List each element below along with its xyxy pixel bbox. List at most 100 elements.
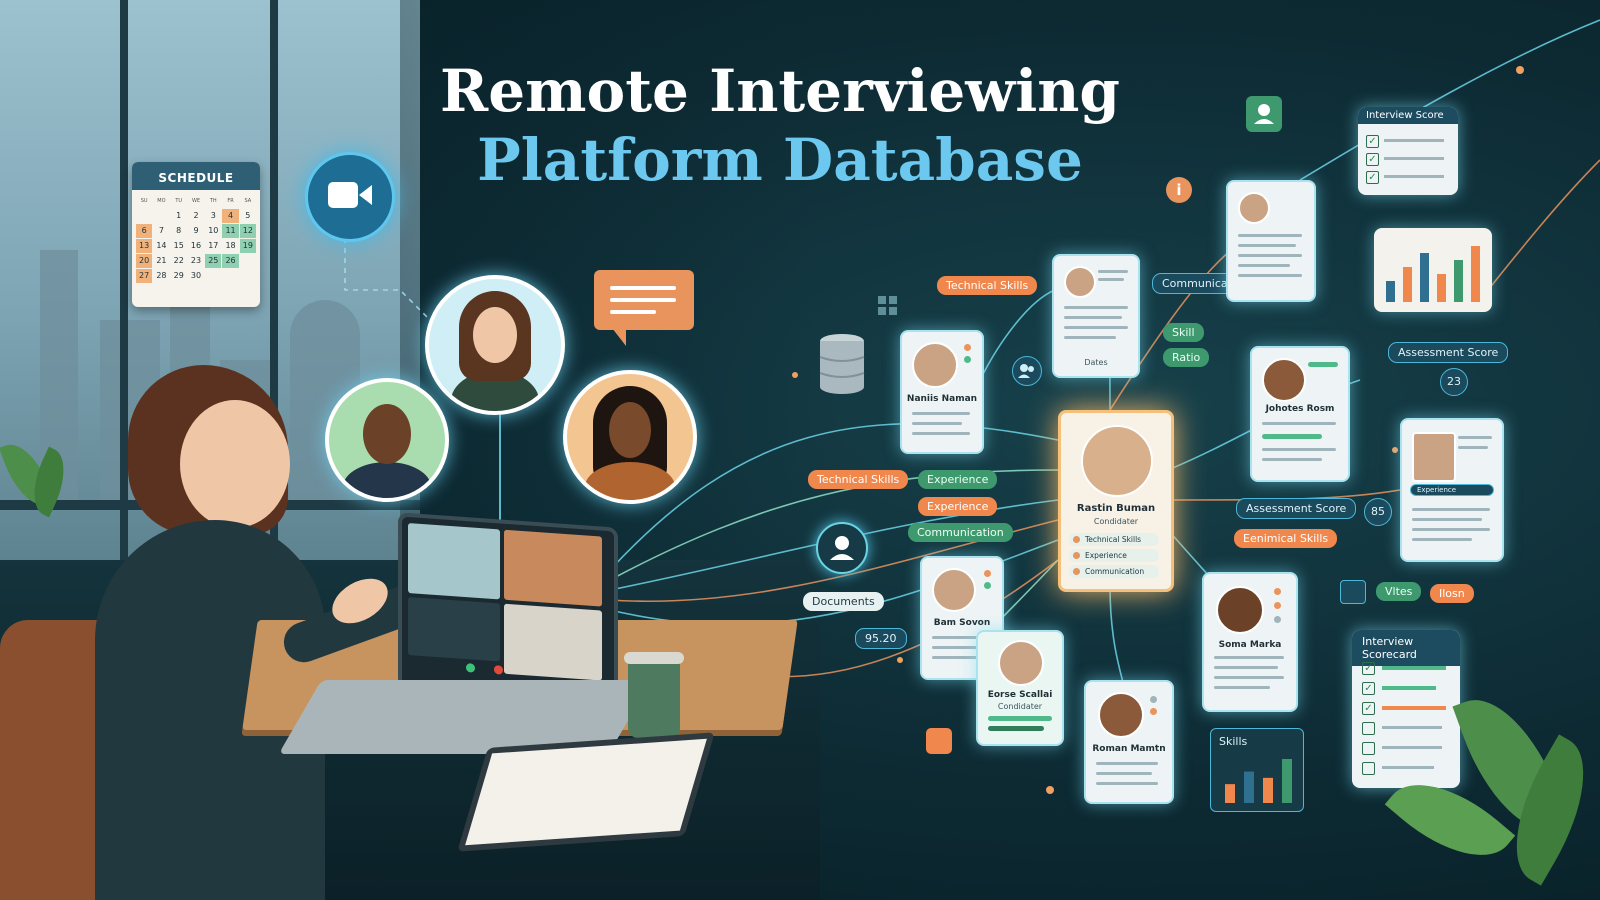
calendar-day[interactable]: 28 [156, 271, 167, 280]
calendar-weekday: WE [191, 198, 201, 204]
calendar-weekday: MO [157, 198, 166, 204]
interview-scorecard-panel[interactable]: Interview Scorecard ✓ ✓ ✓ [1352, 630, 1460, 788]
user-icon[interactable] [1246, 96, 1282, 132]
lock-icon [1340, 580, 1366, 604]
tag-experience-1: Experience [918, 470, 998, 489]
tag-chip-a: Vltes [1376, 582, 1422, 601]
interviewer-head [180, 400, 290, 528]
featured-pill-1: Technical Skills [1069, 533, 1159, 546]
candidate-card[interactable]: Roman Mamtn [1084, 680, 1174, 804]
chat-bubble-icon [594, 270, 694, 346]
bar-chart-top-svg [1386, 246, 1480, 302]
info-icon[interactable]: i [1166, 177, 1192, 203]
avatar-man-left [325, 378, 449, 502]
calendar-weekday: SA [244, 198, 252, 204]
calendar-day[interactable]: 18 [225, 241, 236, 250]
featured-pill-3: Communication [1069, 565, 1159, 578]
calendar-day[interactable]: 10 [208, 226, 219, 235]
candidate-name: Soma Marka [1218, 640, 1282, 650]
candidate-name: Roman Mamtn [1092, 744, 1166, 754]
laptop-screen [398, 512, 618, 704]
candidate-card-featured[interactable]: Rastin Buman Condidater Technical Skills… [1058, 410, 1174, 592]
tag-skill: Skill [1163, 323, 1204, 342]
tag-ratio: Ratio [1163, 348, 1210, 367]
calendar-day[interactable]: 5 [245, 211, 251, 220]
calendar-day[interactable]: 11 [222, 224, 239, 238]
calendar-day[interactable]: 2 [193, 211, 199, 220]
candidate-card[interactable]: Experience [1400, 418, 1504, 562]
featured-name: Rastin Buman [1076, 503, 1156, 514]
candidate-card-document[interactable]: Dates [1052, 254, 1140, 378]
candidate-card[interactable]: Eorse Scallai Condidater [976, 630, 1064, 746]
tag-score-chip: 95.20 [855, 628, 907, 649]
calendar-day[interactable]: 30 [190, 271, 202, 280]
calendar-day[interactable]: 13 [136, 239, 153, 253]
calendar-day[interactable]: 25 [205, 254, 222, 268]
calendar-day[interactable]: 29 [173, 271, 184, 280]
calendar-weekday: TH [209, 198, 217, 204]
chart-bar [1420, 253, 1429, 302]
calendar-day[interactable]: 3 [210, 211, 216, 220]
calendar-day[interactable]: 22 [173, 256, 184, 265]
calendar-day[interactable]: 17 [208, 241, 219, 250]
calendar-day[interactable]: 7 [158, 226, 164, 235]
card-experience-tag: Experience [1410, 484, 1494, 496]
calendar-day[interactable]: 20 [136, 254, 153, 268]
calendar-day[interactable] [240, 269, 256, 283]
calendar-day[interactable] [153, 209, 169, 223]
calendar-day[interactable]: 23 [190, 256, 202, 265]
calendar-day[interactable]: 8 [176, 226, 182, 235]
clipboard [457, 732, 715, 852]
database-icon [818, 333, 866, 399]
tag-technical-skills-left: Technical Skills [808, 470, 909, 489]
calendar-day[interactable] [136, 209, 152, 223]
calendar-day[interactable]: 15 [173, 241, 184, 250]
tag-assessment-score-mid: Assessment Score [1236, 498, 1357, 519]
video-camera-icon[interactable] [305, 152, 395, 242]
calendar-day[interactable]: 12 [239, 224, 256, 238]
tag-technical-skills-right: Eenimical Skills [1234, 529, 1338, 548]
candidate-name: Eorse Scallai [987, 690, 1053, 700]
interview-score-panel[interactable]: Interview Score ✓ ✓ ✓ [1358, 107, 1458, 195]
badge-mid: 85 [1364, 498, 1392, 526]
user-circle-icon[interactable] [816, 522, 868, 574]
chart-bar [1454, 260, 1463, 302]
chart-bar [1403, 267, 1412, 302]
chart-bar [1386, 281, 1395, 302]
office-window [0, 0, 420, 560]
tag-chip-b: Ilosn [1430, 584, 1474, 603]
calendar-day[interactable]: 21 [156, 256, 167, 265]
calendar-day[interactable]: 27 [136, 269, 153, 283]
calendar-day[interactable]: 4 [222, 209, 239, 223]
title-line-1: Remote Interviewing [440, 57, 1120, 125]
chart-bar [1225, 784, 1235, 803]
candidate-name: Bam Sovon [933, 618, 991, 628]
skills-chart-panel: Skills [1210, 728, 1304, 812]
bar-chart-top [1374, 228, 1492, 312]
calendar-day[interactable]: 26 [222, 254, 239, 268]
title-line-2: Platform Database [477, 126, 1083, 195]
calendar-day[interactable]: 9 [193, 226, 199, 235]
calendar-day[interactable]: 6 [136, 224, 153, 238]
calendar-day[interactable] [240, 254, 256, 268]
calendar-day[interactable]: 16 [190, 241, 202, 250]
calendar-weekday: FR [227, 198, 234, 204]
resume-document[interactable] [1226, 180, 1316, 302]
schedule-label: SCHEDULE [132, 162, 260, 190]
candidate-name: Naniis Naman [906, 394, 978, 404]
avatar-woman-center [425, 275, 565, 415]
calendar-day[interactable] [205, 269, 221, 283]
calendar-day[interactable]: 19 [239, 239, 256, 253]
candidate-card[interactable]: Naniis Naman [900, 330, 984, 454]
candidate-card[interactable]: Soma Marka [1202, 572, 1298, 712]
badge-top: 23 [1440, 368, 1468, 396]
featured-role: Condidater [1093, 517, 1139, 526]
chart-bar [1471, 246, 1480, 302]
calendar-day[interactable]: 14 [156, 241, 167, 250]
candidate-card[interactable]: Johotes Rosm [1250, 346, 1350, 482]
calendar-day[interactable] [222, 269, 238, 283]
calendar-day[interactable]: 1 [176, 211, 182, 220]
grid-icon [878, 296, 898, 316]
